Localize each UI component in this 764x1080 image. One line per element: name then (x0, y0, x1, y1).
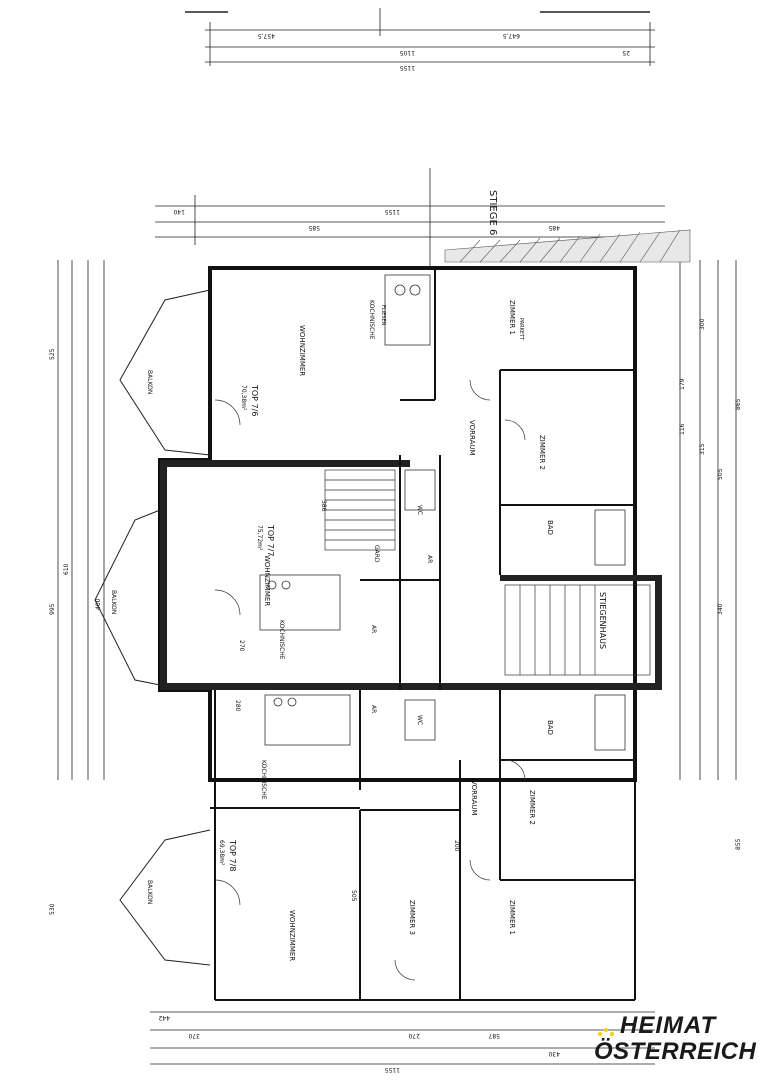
doors (214, 379, 526, 981)
dim-text: 1155 (385, 208, 400, 215)
wohnzimmer-77-label: WOHNZIMMER (263, 555, 271, 606)
wc-bottom-label: WC (416, 715, 423, 725)
dim-text: 1155 (385, 1066, 400, 1073)
logo-line2: ÖSTERREICH (594, 1038, 757, 1065)
balconies (94, 289, 211, 966)
dim-text: 340 (717, 603, 724, 615)
fliesen-label: FLIESEN (380, 305, 386, 326)
dim-text: 610 (63, 563, 70, 575)
logo-dot (598, 1032, 602, 1036)
kochnische-77-label: KOCHNISCHE (278, 620, 285, 660)
dim-text: 179 (679, 378, 686, 390)
top-76-area: 70,38m² (240, 385, 247, 411)
parkett-label: PARKETT (518, 318, 524, 341)
dim-text: 505 (350, 890, 357, 902)
kitchen-fixtures (259, 274, 431, 746)
dim-text: 430 (548, 1050, 560, 1057)
dim-text: 116 (679, 423, 686, 435)
dim-text: 585 (308, 224, 320, 231)
dim-text: 530 (49, 903, 56, 915)
vorraum-top-label: VORRAUM (468, 420, 476, 456)
balkon-bottom-label: BALKON (146, 880, 153, 904)
top-77-area: 75,72m² (256, 525, 263, 551)
stiegenhaus-label: STIEGENHAUS (598, 592, 607, 649)
vorraum-bottom-label: VORRAUM (470, 780, 478, 816)
dim-text: 270 (238, 640, 245, 652)
top-76-label: TOP 7/6 (250, 384, 259, 416)
dim-text: 485 (548, 224, 560, 231)
logo-dots (598, 1028, 616, 1036)
ar-bottom-label: AR (370, 705, 377, 713)
dim-text: 1105 (400, 49, 415, 56)
dim-text: 200 (453, 840, 460, 852)
kochnische-78-label: KOCHNISCHE (260, 760, 267, 800)
bath-fixtures (404, 469, 626, 751)
dim-text: 1155 (400, 64, 415, 71)
kochnische-76-label: KOCHNISCHE (368, 300, 375, 340)
ar-top-label: AR (426, 555, 433, 563)
top-78-area: 69,38m² (218, 840, 225, 866)
dim-text: 505 (717, 468, 724, 480)
dim-text: 865 (735, 398, 742, 410)
dim-text: 587 (488, 1032, 500, 1039)
stiege-label: STIEGE 6 (487, 190, 498, 235)
bad-bottom-label: BAD (546, 720, 554, 735)
stair-hatch (444, 229, 691, 263)
gard-label: GARD (373, 545, 380, 563)
top-78-label: TOP 7/8 (228, 839, 237, 871)
wohnzimmer-78-label: WOHNZIMMER (288, 910, 296, 961)
dim-text: 370 (188, 1032, 200, 1039)
heimat-oesterreich-logo: HEIMAT ÖSTERREICH (590, 1010, 760, 1072)
zimmer3-label: ZIMMER 3 (408, 900, 416, 935)
dim-text: 647,5 (503, 32, 520, 39)
horizontal-thick-walls (160, 460, 662, 690)
zimmer2-top-label: ZIMMER 2 (538, 435, 546, 470)
zimmer1-top-label: ZIMMER 1 (508, 300, 516, 335)
wc-top-label: WC (416, 505, 423, 515)
zimmer2-bottom-label: ZIMMER 2 (528, 790, 536, 825)
dim-text: 995 (49, 603, 56, 615)
bad-top-label: BAD (546, 520, 554, 535)
dim-text: 525 (49, 348, 56, 360)
dim-text: 280 (234, 700, 241, 712)
interior-walls (210, 268, 636, 1001)
wohnzimmer-76-label: WOHNZIMMER (298, 325, 306, 376)
dim-text: 315 (699, 443, 706, 455)
dim-text: 442 (158, 1014, 170, 1021)
dim-text: 457,5 (258, 32, 275, 39)
zimmer1-bottom-label: ZIMMER 1 (508, 900, 516, 935)
dim-text: 400 (95, 598, 102, 610)
balkon-top-label: BALKON (146, 370, 153, 394)
balkon-mid-label: BALKON (110, 590, 117, 614)
dim-text: 25 (622, 49, 630, 56)
dim-text: 300 (699, 318, 706, 330)
logo-line1: HEIMAT (620, 1012, 717, 1039)
dim-text: 270 (408, 1032, 420, 1039)
top-77-label: TOP 7/7 (266, 524, 275, 556)
logo-dot (610, 1032, 614, 1036)
dim-text: 140 (173, 208, 185, 215)
logo-dot (604, 1028, 608, 1032)
dim-text: 386 (320, 500, 327, 512)
ar-mid-label: AR (370, 625, 377, 633)
central-stairs (324, 469, 651, 676)
dim-text: 855 (735, 838, 742, 850)
